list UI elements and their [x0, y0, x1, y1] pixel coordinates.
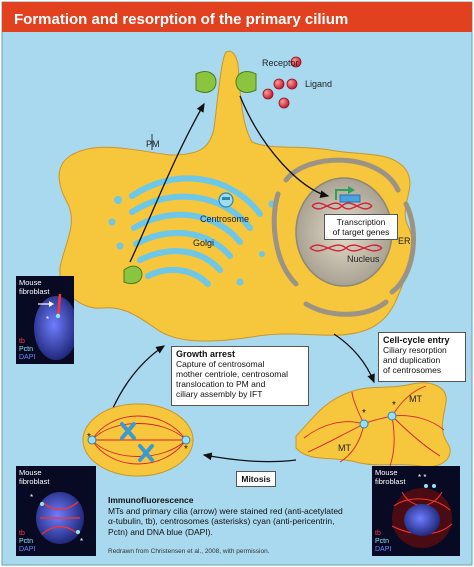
- growth-arrest-line: Capture of centrosomal: [176, 359, 265, 369]
- micrograph-title-line-1: Mouse: [19, 278, 42, 287]
- cell-cycle-entry-box: Cell-cycle entry Ciliary resorption and …: [378, 332, 466, 382]
- transcription-line-2: of target genes: [332, 227, 390, 237]
- micrograph-bottom-right: * * Mouse fibroblast tb Pctn DAPI: [372, 466, 460, 556]
- micrograph-tag-dapi: DAPI: [19, 546, 36, 553]
- micrograph-top-left: * Mouse fibroblast tb Pctn DAPI: [16, 276, 74, 364]
- growth-arrest-line: ciliary assembly by IFT: [176, 389, 263, 399]
- centrosome-duplicated-1: [359, 419, 369, 429]
- micrograph-tag-dapi: DAPI: [375, 546, 392, 553]
- micrograph-tag-pctn: Pctn: [19, 538, 34, 545]
- svg-text:*: *: [30, 493, 33, 502]
- centrosome-duplicated-2: [387, 411, 397, 421]
- transcription-box: Transcription of target genes: [324, 214, 398, 240]
- credit-line: Redrawn from Christensen et al., 2008, w…: [108, 548, 270, 555]
- micrograph-tag-dapi: DAPI: [19, 354, 36, 361]
- cell-cycle-entry-line: of centrosomes: [383, 365, 442, 375]
- mitosis-label: Mitosis: [241, 474, 271, 484]
- centrosome-label: Centrosome: [200, 214, 250, 224]
- arrow-golgi-to-cilium: [129, 102, 205, 263]
- receptor-icon: [123, 71, 257, 285]
- svg-text:*: *: [392, 400, 396, 411]
- svg-text:*: *: [80, 537, 83, 546]
- growth-arrest-box: Growth arrest Capture of centrosomal mot…: [171, 346, 309, 406]
- svg-text:*: *: [184, 444, 188, 455]
- transcription-line-1: Transcription: [336, 217, 386, 227]
- micrograph-title: Mouse fibroblast: [19, 278, 49, 296]
- dna-strands: [309, 202, 383, 252]
- mitotic-spindle: [91, 415, 187, 465]
- interphase-cell: [295, 382, 451, 468]
- cell-cycle-entry-heading: Cell-cycle entry: [383, 335, 450, 345]
- arrow-receptor-to-nucleus: [239, 95, 330, 199]
- arrow-mitosis: [202, 452, 297, 463]
- mt-label-middle: MT: [338, 443, 351, 453]
- immunofluorescence-caption: Immunofluorescence MTs and primary cilia…: [108, 495, 398, 537]
- immunofluorescence-heading: Immunofluorescence: [108, 495, 194, 505]
- micrograph-tag-tb: tb: [19, 530, 25, 537]
- micrograph-title-line-2: fibroblast: [375, 477, 406, 486]
- cell-cycle-entry-line: Ciliary resorption: [383, 345, 447, 355]
- micrograph-title-line-2: fibroblast: [19, 287, 50, 296]
- endoplasmic-reticulum: [271, 157, 417, 317]
- immunofluorescence-line: MTs and primary cilia (arrow) were stain…: [108, 505, 343, 516]
- micrograph-title: Mouse fibroblast: [19, 468, 49, 486]
- micrograph-title: Mouse fibroblast: [375, 468, 405, 486]
- ligand-balls: [262, 56, 302, 109]
- mt-label-right: MT: [409, 394, 422, 404]
- title-bar: Formation and resorption of the primary …: [2, 2, 472, 32]
- arrow-growth-arrest: [111, 345, 166, 411]
- growth-arrest-line: mother centriole, centrosomal: [176, 369, 288, 379]
- micrograph-title-line-1: Mouse: [19, 468, 42, 477]
- immunofluorescence-line: Pctn) and DNA blue (DAPI).: [108, 526, 213, 537]
- growth-arrest-heading: Growth arrest: [176, 349, 236, 359]
- svg-text:*: *: [46, 315, 49, 324]
- ligand-label: Ligand: [305, 79, 333, 89]
- arrow-to-cell-cycle-entry: [333, 333, 375, 384]
- svg-text:*: *: [87, 432, 91, 443]
- golgi-label: Golgi: [193, 238, 215, 248]
- er-label: ER: [398, 236, 411, 246]
- gene-box: [339, 194, 361, 203]
- micrograph-image: *: [34, 293, 74, 360]
- micrograph-title-line-1: Mouse: [375, 468, 398, 477]
- gene-arrow: [335, 189, 350, 200]
- svg-text:* *: * *: [418, 473, 426, 482]
- nucleus-label: Nucleus: [347, 254, 380, 264]
- micrograph-bottom-left: * * Mouse fibroblast tb Pctn DAPI: [16, 466, 96, 556]
- golgi-apparatus: [129, 175, 263, 287]
- micrograph-tag-pctn: Pctn: [19, 346, 34, 353]
- chromosomes: [120, 422, 154, 462]
- page-title: Formation and resorption of the primary …: [14, 11, 349, 28]
- growth-arrest-line: translocation to PM and: [176, 379, 266, 389]
- micrograph-image: * *: [30, 492, 84, 546]
- micrograph-image: * *: [391, 473, 453, 548]
- spindle-pole-right: [181, 435, 191, 445]
- receptor-label: Receptor: [262, 58, 299, 68]
- spindle-pole-left: [87, 435, 97, 445]
- micrograph-tag-tb: tb: [375, 530, 381, 537]
- micrograph-tag-pctn: Pctn: [375, 538, 390, 545]
- immunofluorescence-line: α-tubulin, tb), centrosomes (asterisks) …: [108, 516, 335, 526]
- mitosis-box: Mitosis: [236, 471, 276, 487]
- pm-label: PM: [146, 139, 160, 149]
- micrograph-title-line-2: fibroblast: [19, 477, 50, 486]
- micrograph-tag-tb: tb: [19, 338, 25, 345]
- cell-cycle-entry-line: and duplication: [383, 355, 441, 365]
- svg-text:*: *: [362, 408, 366, 419]
